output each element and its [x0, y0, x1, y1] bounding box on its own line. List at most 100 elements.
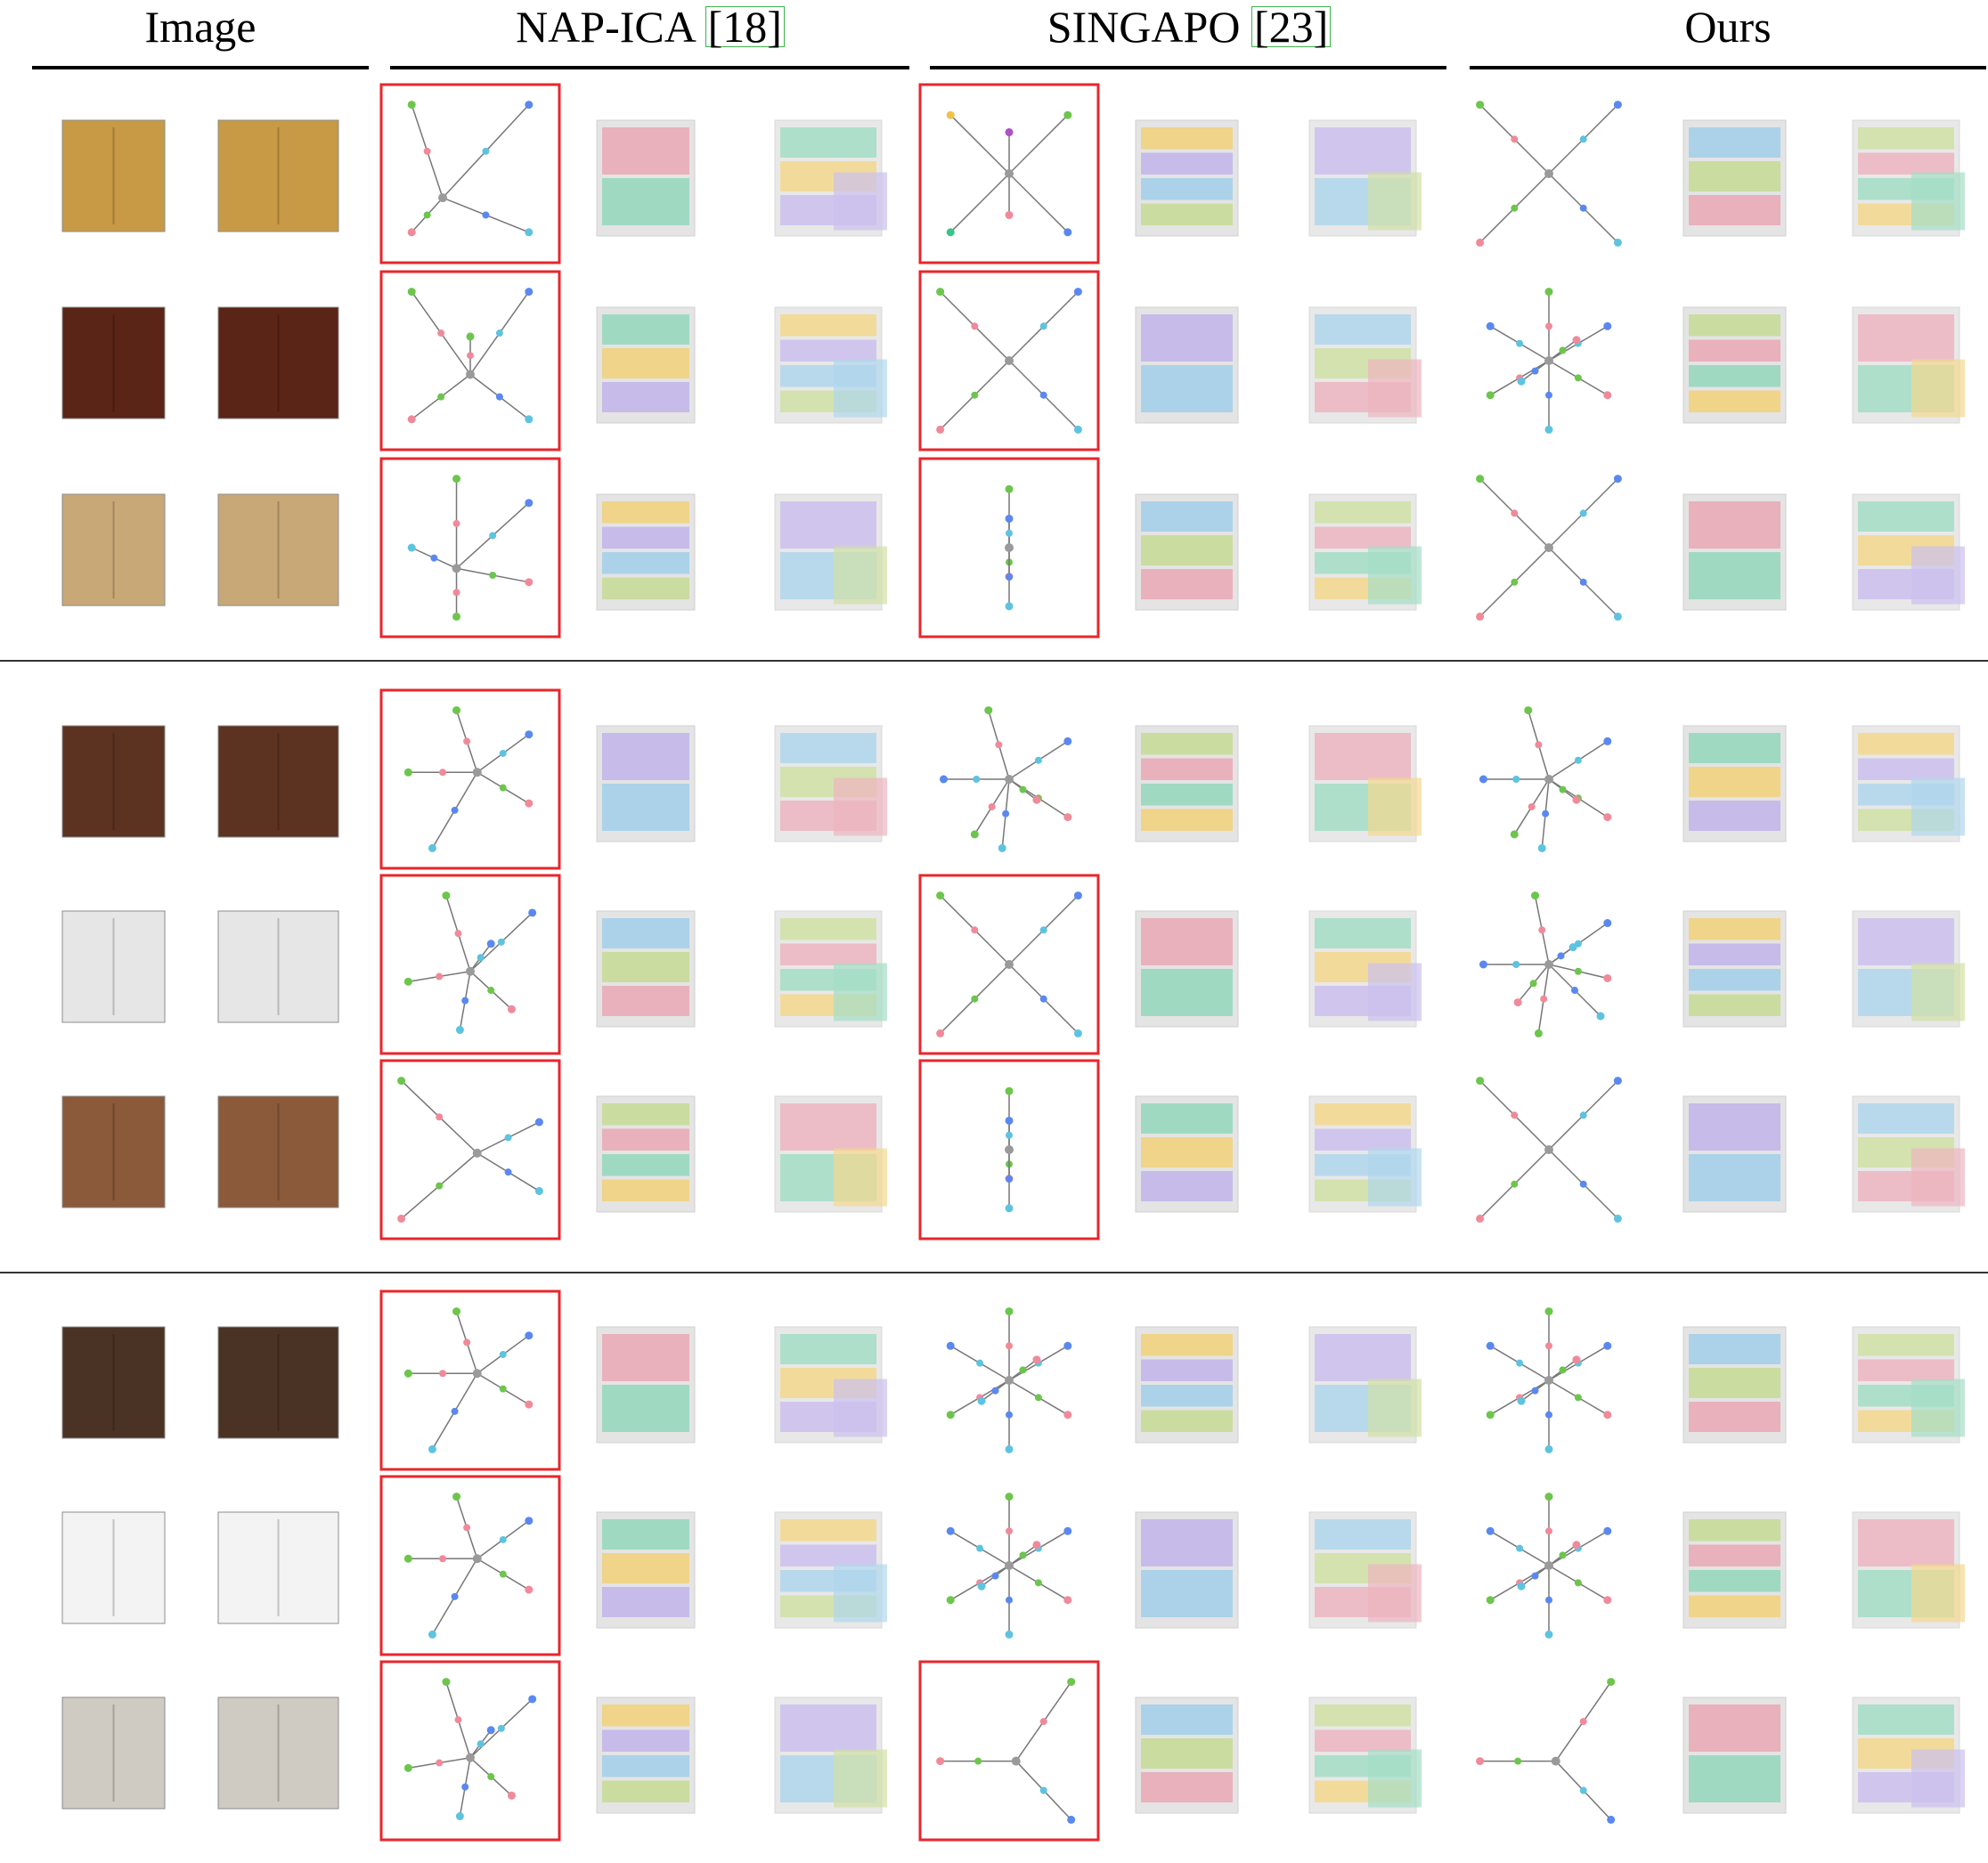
graph-node	[525, 730, 534, 739]
header-rule-ours	[1470, 66, 1986, 69]
cabinet-part	[780, 1704, 876, 1752]
ours-graph	[1476, 1077, 1622, 1223]
graph-node	[1517, 377, 1526, 386]
singapo-render-open	[1308, 493, 1422, 611]
open-part	[1368, 1749, 1422, 1808]
graph-node	[1063, 228, 1072, 237]
cabinet-part	[780, 1103, 876, 1151]
open-part	[834, 1148, 887, 1207]
graph-node	[495, 329, 503, 338]
graph-node	[1006, 1342, 1013, 1350]
singapo-render-closed	[1135, 493, 1239, 611]
graph-node	[439, 769, 447, 777]
napica-render-open	[774, 493, 887, 611]
graph-node	[436, 1182, 444, 1190]
cabinet-part	[1141, 784, 1233, 806]
cabinet-part	[1141, 809, 1233, 831]
graph-node	[499, 749, 507, 757]
graph-node	[507, 1791, 516, 1800]
graph-node	[397, 1077, 406, 1086]
open-part	[1368, 963, 1422, 1021]
ours-render-closed	[1682, 910, 1787, 1028]
graph-node	[936, 891, 945, 900]
furniture-photo	[61, 119, 166, 232]
graph-node	[1603, 736, 1612, 745]
cabinet-part	[1689, 1544, 1780, 1566]
furniture-photo	[217, 1326, 339, 1439]
graph-node	[397, 1214, 406, 1223]
graph-node	[1607, 1678, 1616, 1687]
open-part	[1911, 1749, 1965, 1808]
graph-node	[407, 288, 416, 297]
singapo-graph	[946, 1493, 1072, 1639]
graph-root-node	[1011, 1756, 1021, 1766]
singapo-render-closed	[1135, 1696, 1239, 1814]
cabinet-part	[1689, 918, 1780, 940]
open-part	[834, 1379, 887, 1437]
cabinet-part	[602, 952, 689, 982]
graph-edge	[1008, 114, 1069, 175]
graph-node	[1544, 1307, 1553, 1316]
graph-node	[1006, 1411, 1013, 1419]
cabinet-part	[602, 127, 689, 175]
graph-node	[1067, 1678, 1076, 1687]
ours-render-closed	[1682, 1511, 1787, 1629]
graph-node	[1579, 204, 1587, 212]
graph-node	[525, 1517, 534, 1525]
cabinet-part	[1315, 127, 1411, 175]
cabinet-part	[1141, 969, 1233, 1016]
cabinet-part	[780, 733, 876, 763]
graph-node	[1476, 475, 1485, 484]
graph-node	[1063, 813, 1072, 822]
graph-node	[461, 997, 469, 1005]
open-part	[1368, 546, 1422, 605]
graph-node	[525, 1400, 534, 1409]
error-box	[918, 457, 1100, 639]
graph-node	[1540, 995, 1548, 1003]
graph-node	[1607, 1815, 1616, 1824]
graph-node	[1603, 1596, 1612, 1605]
singapo-graph	[918, 1059, 1100, 1241]
graph-node	[1019, 1366, 1027, 1374]
ours-render-open	[1852, 1696, 1965, 1814]
ours-render-open	[1852, 725, 1965, 842]
open-part	[1911, 1379, 1965, 1437]
ours-graph	[1476, 1678, 1616, 1824]
graph-node	[1005, 1444, 1014, 1453]
graph-node	[976, 1359, 984, 1367]
graph-node	[1073, 1029, 1082, 1037]
cabinet-part	[1141, 178, 1233, 200]
graph-node	[1073, 425, 1082, 434]
graph-node	[528, 908, 537, 917]
graph-node	[1545, 1411, 1552, 1419]
cabinet-part	[780, 314, 876, 337]
citation-singapo[interactable]: [23]	[1251, 4, 1332, 49]
graph-node	[1005, 1493, 1014, 1501]
graph-node	[946, 1411, 955, 1420]
citation-napica[interactable]: [18]	[705, 4, 785, 49]
cabinet-part	[602, 348, 689, 378]
open-part	[834, 359, 887, 418]
graph-node	[1514, 1757, 1522, 1765]
graph-node	[1579, 135, 1587, 143]
cabinet-part	[602, 314, 689, 345]
graph-node	[1579, 1111, 1587, 1119]
graph-node	[487, 1773, 495, 1781]
napica-render-open	[774, 725, 887, 842]
cabinet-part	[602, 1704, 689, 1727]
graph-node	[486, 940, 495, 948]
graph-node	[499, 1535, 507, 1543]
graph-node	[486, 1726, 495, 1735]
cabinet-part	[1141, 1519, 1233, 1566]
graph-root-node	[472, 768, 482, 777]
open-part	[1911, 963, 1965, 1021]
graph-node	[1531, 1572, 1539, 1580]
graph-node	[1005, 602, 1014, 611]
graph-node	[1603, 391, 1612, 400]
graph-node	[1032, 1541, 1041, 1550]
cabinet-part	[780, 1334, 876, 1364]
cabinet-part	[602, 178, 689, 225]
ours-graph	[1486, 288, 1612, 434]
graph-node	[403, 1369, 412, 1378]
graph-node	[1613, 475, 1622, 484]
